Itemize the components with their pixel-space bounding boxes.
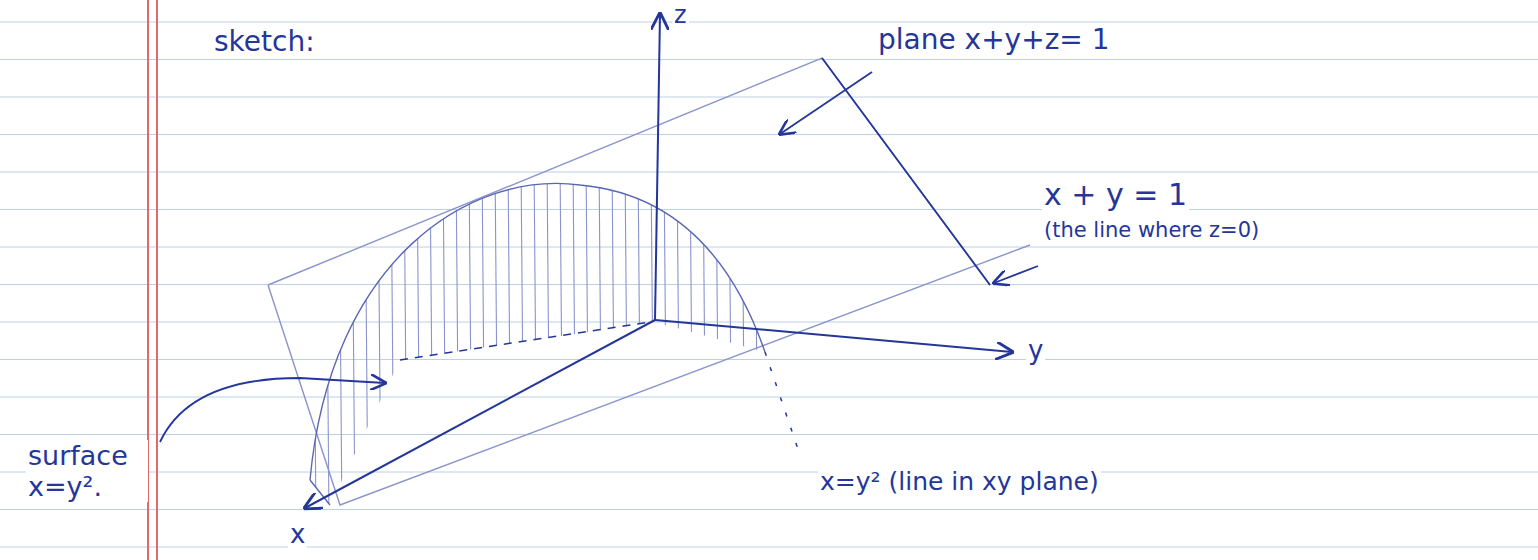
leader-arrow	[160, 378, 385, 442]
hatch-line	[352, 160, 355, 520]
y-axis	[655, 320, 1012, 352]
line-label: x + y = 1	[1042, 178, 1189, 213]
hatch-line	[339, 160, 342, 520]
rule-line	[0, 134, 1538, 135]
leader-arrow	[994, 266, 1038, 283]
hatch-line	[729, 160, 732, 520]
hatch-line	[495, 160, 498, 520]
hatch-line	[300, 160, 303, 520]
rule-line	[0, 434, 1538, 435]
surface-outline	[310, 480, 330, 505]
hatch-line	[326, 160, 329, 520]
hatch-line	[573, 160, 576, 520]
hatch-line	[560, 160, 563, 520]
hatch-line	[703, 160, 706, 520]
surface-outline	[310, 183, 765, 480]
hatch-line	[690, 160, 693, 520]
rule-line	[0, 359, 1538, 360]
rule-line	[0, 472, 1538, 473]
hatch-line	[365, 160, 368, 520]
rule-line	[0, 284, 1538, 285]
rule-line	[0, 397, 1538, 398]
hatch-line	[768, 160, 771, 520]
rule-line	[0, 59, 1538, 60]
curve-label: x=y² (line in xy plane)	[818, 468, 1101, 497]
rule-line	[0, 209, 1538, 210]
hatch-line	[547, 160, 550, 520]
sketch-heading: sketch:	[212, 26, 317, 58]
notebook-rules	[0, 22, 1538, 547]
rule-line	[0, 509, 1538, 510]
hatch-line	[586, 160, 589, 520]
rule-line	[0, 22, 1538, 23]
plane-outline	[268, 58, 1030, 505]
hatch-line	[742, 160, 745, 520]
rule-line	[0, 97, 1538, 98]
hatch-line	[716, 160, 719, 520]
surface-hatching	[300, 160, 771, 520]
axis-label: z	[672, 2, 689, 30]
hatch-line	[443, 160, 446, 520]
x-axis	[305, 320, 655, 508]
rule-line	[0, 247, 1538, 248]
rule-line	[0, 322, 1538, 323]
hatch-line	[456, 160, 459, 520]
hatch-line	[404, 160, 407, 520]
hatch-line	[625, 160, 628, 520]
hatch-line	[677, 160, 680, 520]
hatch-line	[521, 160, 524, 520]
hidden-parabola	[400, 322, 650, 360]
hatch-line	[755, 160, 758, 520]
plane-label: plane x+y+z= 1	[876, 24, 1112, 56]
rule-line	[0, 172, 1538, 173]
hatch-line	[599, 160, 602, 520]
leader-arrow	[780, 72, 872, 134]
line-note: (the line where z=0)	[1042, 218, 1261, 242]
plane-edge	[822, 58, 990, 285]
hatch-line	[651, 160, 654, 520]
rule-line	[0, 547, 1538, 548]
hatch-line	[391, 160, 394, 520]
z-axis	[655, 14, 660, 320]
hatch-line	[508, 160, 511, 520]
parabola-dashed	[765, 352, 800, 455]
hatch-line	[378, 160, 381, 520]
hatch-line	[482, 160, 485, 520]
margin-line	[156, 0, 158, 560]
surface-label: surface x=y².	[26, 440, 148, 502]
axis-label: y	[1026, 336, 1045, 366]
hatch-line	[430, 160, 433, 520]
hatch-line	[638, 160, 641, 520]
hatch-line	[417, 160, 420, 520]
hatch-line	[612, 160, 615, 520]
hatch-line	[313, 160, 316, 520]
axis-label: x	[288, 520, 307, 550]
hatch-line	[469, 160, 472, 520]
